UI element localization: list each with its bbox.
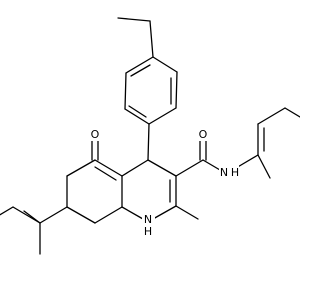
- phenyl-attach-bond: [39, 206, 68, 224]
- atom-labels: O O N H N H: [89, 128, 239, 238]
- aryl-c4-bond: [147, 123, 150, 161]
- amide-oxygen-label: O: [199, 128, 208, 141]
- amide-hydrogen-label: H: [231, 166, 239, 179]
- fluorophenyl-ring: [257, 107, 300, 179]
- structure-canvas: O O N H N H: [0, 17, 300, 255]
- molecule-structure: O O N H N H: [0, 17, 300, 255]
- cyclohexenone-ring: [66, 159, 123, 224]
- ethyl-group: [117, 17, 154, 58]
- ketone-bond: [91, 137, 99, 161]
- phenyl-ring-visible: [23, 210, 41, 224]
- phenyl-ring: [0, 206, 41, 255]
- ring-nitrogen-label: N: [144, 213, 152, 226]
- ring-hydrogen-label: H: [144, 225, 152, 238]
- dihydropyridine-ring: [121, 159, 177, 220]
- amide-nitrogen-label: N: [220, 166, 228, 179]
- ketone-oxygen-label: O: [91, 128, 100, 141]
- methyl-bond: [175, 205, 199, 220]
- amide-group: [175, 137, 259, 177]
- ethylphenyl-ring: [124, 56, 178, 125]
